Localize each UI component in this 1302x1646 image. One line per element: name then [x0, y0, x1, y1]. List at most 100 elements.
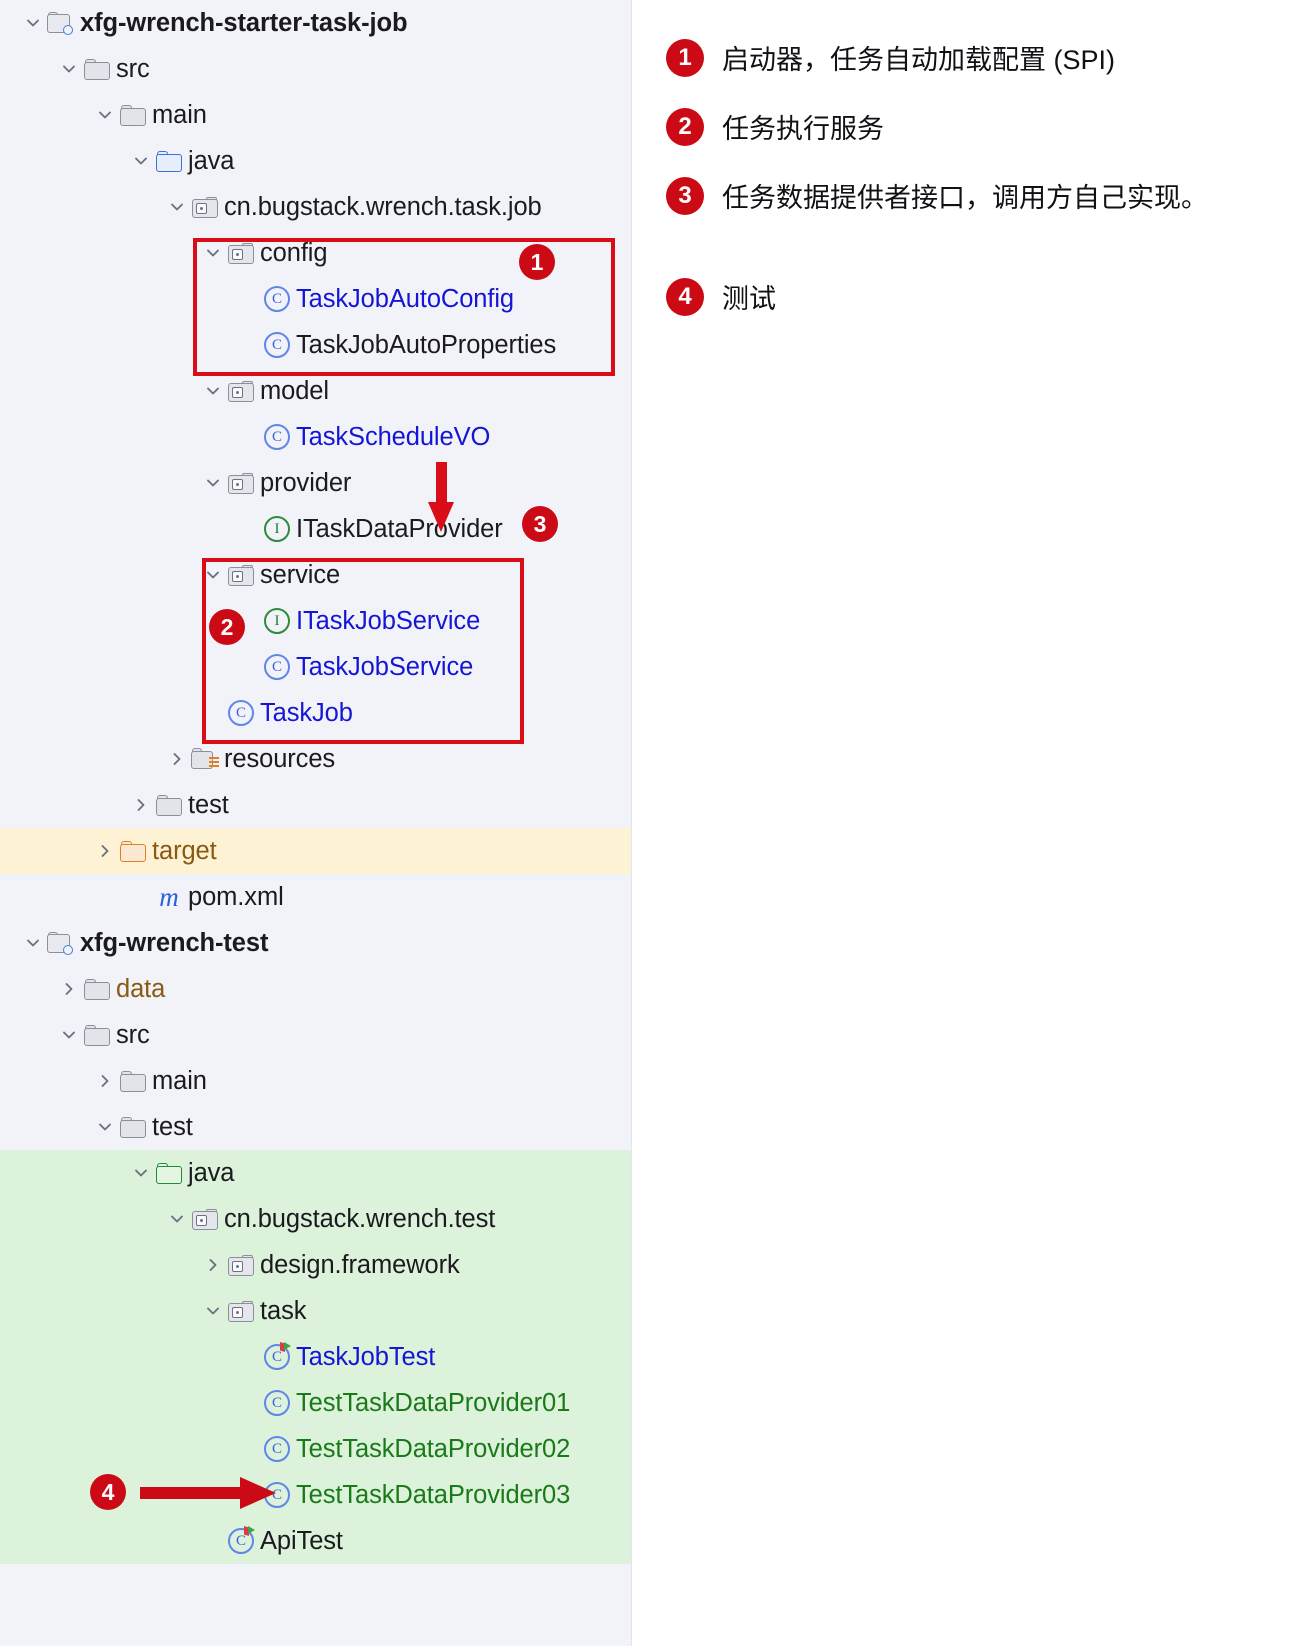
tree-row[interactable]: test [0, 782, 631, 828]
tree-row-label: cn.bugstack.wrench.task.job [224, 193, 542, 221]
tree-row[interactable]: cn.bugstack.wrench.task.job [0, 184, 631, 230]
chevron-down-icon[interactable] [20, 0, 46, 46]
tree-row[interactable]: service [0, 552, 631, 598]
tree-row-icon [82, 1012, 112, 1058]
chevron-down-icon[interactable] [200, 460, 226, 506]
tree-row-label: src [116, 55, 150, 83]
note-item-4: 4 测试 [666, 277, 776, 316]
tree-row[interactable]: java [0, 138, 631, 184]
tree-row-label: TestTaskDataProvider03 [296, 1481, 571, 1509]
tree-row[interactable]: java [0, 1150, 631, 1196]
tree-row[interactable]: target [0, 828, 631, 874]
note-item-2: 2 任务执行服务 [666, 107, 884, 146]
tree-row-label: TaskJobService [296, 653, 474, 681]
tree-row-icon: C [262, 1334, 292, 1380]
chevron-right-icon[interactable] [92, 828, 118, 874]
chevron-down-icon[interactable] [164, 1196, 190, 1242]
twisty-spacer [236, 1334, 262, 1380]
twisty-spacer [128, 874, 154, 920]
chevron-down-icon[interactable] [92, 92, 118, 138]
chevron-down-icon[interactable] [56, 46, 82, 92]
package-icon [228, 1300, 254, 1322]
tree-row[interactable]: model [0, 368, 631, 414]
chevron-down-icon[interactable] [200, 230, 226, 276]
tree-row-label: test [188, 791, 229, 819]
class-icon: C [264, 1390, 290, 1416]
tree-row[interactable]: test [0, 1104, 631, 1150]
chevron-right-icon[interactable] [128, 782, 154, 828]
twisty-spacer [236, 506, 262, 552]
chevron-down-icon[interactable] [200, 1288, 226, 1334]
tree-row-icon: C [226, 690, 256, 736]
tree-row-label: TaskJobTest [296, 1343, 436, 1371]
tree-row[interactable]: provider [0, 460, 631, 506]
tree-row[interactable]: task [0, 1288, 631, 1334]
chevron-down-icon[interactable] [92, 1104, 118, 1150]
tree-row[interactable]: cn.bugstack.wrench.test [0, 1196, 631, 1242]
folder-icon [84, 1024, 110, 1046]
tree-row-icon: m [154, 874, 184, 920]
module-folder-icon [47, 11, 75, 35]
tree-row-icon: C [262, 322, 292, 368]
chevron-down-icon[interactable] [128, 138, 154, 184]
tree-row-label: java [188, 1159, 235, 1187]
tree-row[interactable]: src [0, 46, 631, 92]
tree-row[interactable]: src [0, 1012, 631, 1058]
tree-row[interactable]: xfg-wrench-test [0, 920, 631, 966]
chevron-down-icon[interactable] [128, 1150, 154, 1196]
tree-row[interactable]: data [0, 966, 631, 1012]
chevron-down-icon[interactable] [164, 184, 190, 230]
test-class-icon: C [264, 1342, 291, 1370]
chevron-down-icon[interactable] [20, 920, 46, 966]
tree-row-icon [82, 46, 112, 92]
tree-row[interactable]: xfg-wrench-starter-task-job [0, 0, 631, 46]
folder-icon [84, 978, 110, 1000]
chevron-down-icon[interactable] [56, 1012, 82, 1058]
chevron-right-icon[interactable] [200, 1242, 226, 1288]
tree-row-icon [154, 138, 184, 184]
tree-row-label: test [152, 1113, 193, 1141]
marker-badge-4: 4 [90, 1474, 126, 1510]
package-icon [228, 564, 254, 586]
folder-icon [156, 794, 182, 816]
package-icon [228, 1254, 254, 1276]
tree-row[interactable]: design.framework [0, 1242, 631, 1288]
tree-row[interactable]: config [0, 230, 631, 276]
tree-row[interactable]: resources [0, 736, 631, 782]
note-text-1: 启动器，任务自动加载配置 (SPI) [722, 45, 1116, 75]
tree-row[interactable]: main [0, 92, 631, 138]
chevron-right-icon[interactable] [56, 966, 82, 1012]
chevron-right-icon[interactable] [92, 1058, 118, 1104]
arrow-down-icon [428, 462, 454, 532]
note-text-2: 任务执行服务 [722, 114, 884, 144]
twisty-spacer [236, 276, 262, 322]
tree-row-icon: C [262, 1426, 292, 1472]
tree-row-icon [118, 828, 148, 874]
chevron-down-icon[interactable] [200, 368, 226, 414]
tree-row-label: TestTaskDataProvider01 [296, 1389, 571, 1417]
package-icon [228, 380, 254, 402]
chevron-right-icon[interactable] [164, 736, 190, 782]
tree-row-label: TaskJobAutoProperties [296, 331, 557, 359]
tree-row-label: TestTaskDataProvider02 [296, 1435, 571, 1463]
tree-row-icon: C [226, 1518, 256, 1564]
package-icon [228, 242, 254, 264]
folder-icon [120, 1116, 146, 1138]
tree-row[interactable]: main [0, 1058, 631, 1104]
chevron-down-icon[interactable] [200, 552, 226, 598]
tree-row-label: src [116, 1021, 150, 1049]
